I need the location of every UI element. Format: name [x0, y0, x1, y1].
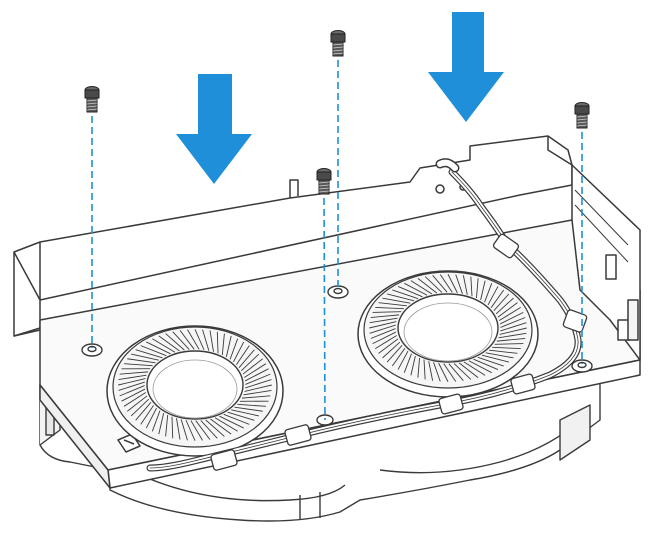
cable-clip-2: [562, 309, 588, 333]
down-arrow-icon: [428, 12, 504, 122]
cable-clip-1: [492, 233, 520, 259]
guide-lines: [91, 60, 583, 421]
fan-right: [357, 270, 539, 398]
boss-3: [571, 359, 593, 373]
tray-back-wall: [13, 135, 573, 337]
direction-arrows: [176, 12, 504, 184]
boss-2: [327, 285, 349, 299]
fan-hub: [146, 350, 244, 420]
fan-blades: [118, 329, 272, 441]
screw-icon: [316, 168, 332, 195]
cable-clip-3: [510, 373, 536, 395]
screw-icon: [330, 30, 346, 57]
screws: [84, 30, 590, 195]
fan-hub: [397, 293, 499, 363]
cable-clips: [210, 233, 588, 471]
fan-blades: [369, 274, 527, 382]
screw-icon: [574, 102, 590, 129]
screw-icon: [84, 86, 100, 113]
fan-left: [106, 325, 284, 457]
cable-clip-5: [284, 424, 312, 446]
down-arrow-icon: [176, 74, 252, 184]
cable-clip-6: [210, 449, 238, 471]
cable-clip-4: [438, 393, 464, 415]
guide-line-3: [323, 197, 326, 421]
boss-1: [81, 343, 103, 357]
